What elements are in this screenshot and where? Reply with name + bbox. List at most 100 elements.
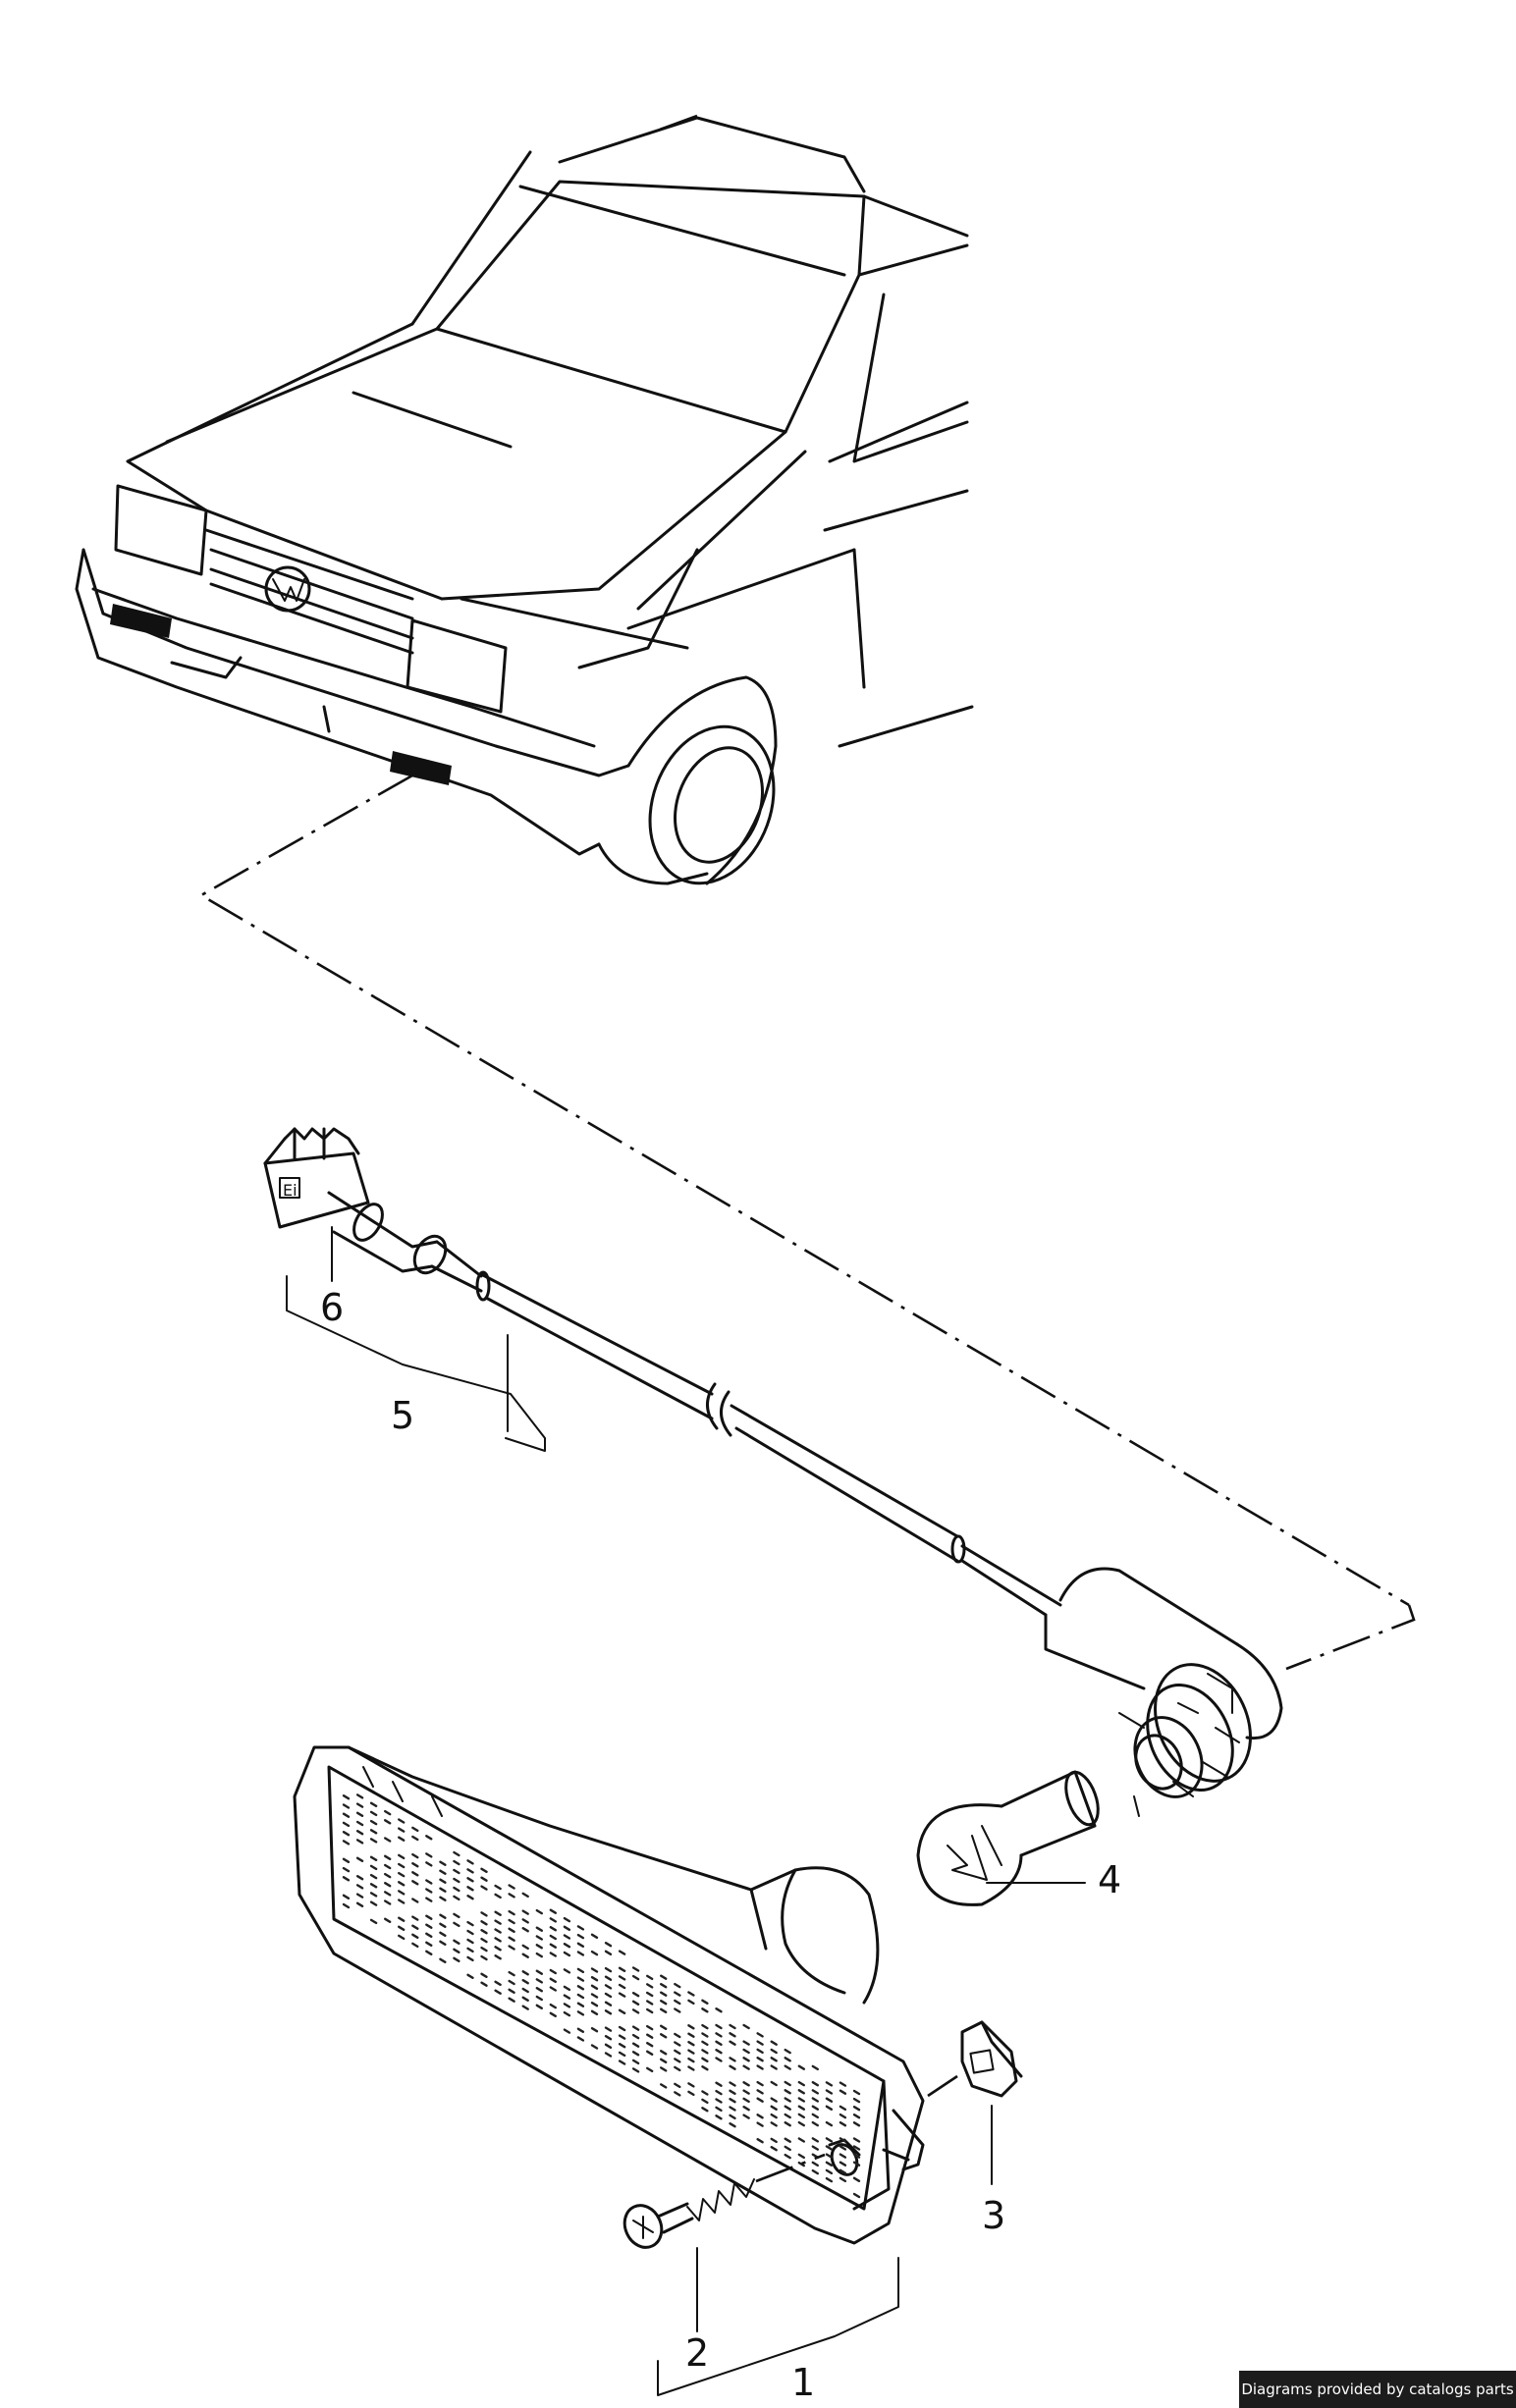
lens-dash [439, 1922, 447, 1929]
lens-dash [576, 2002, 585, 2007]
lens-dash [508, 1997, 515, 2003]
lens-dash [715, 2007, 723, 2013]
lens-dash [715, 2081, 723, 2087]
lens-dash [770, 2080, 778, 2087]
lens-dash [398, 1862, 406, 1869]
leader-lines [198, 774, 1416, 1671]
lens-dash [384, 1854, 392, 1861]
lens-dash [825, 2176, 834, 2183]
lens-dash [369, 1900, 378, 1906]
lens-dash [701, 2090, 709, 2096]
lens-dash [852, 2105, 861, 2112]
lens-dash [576, 1925, 585, 1931]
lens-dash [825, 2120, 834, 2127]
lens-dash [674, 2049, 681, 2056]
screw [623, 2153, 826, 2249]
lens-dash [797, 2120, 805, 2127]
lens-dash [618, 2060, 626, 2065]
lens-dash [784, 2097, 791, 2103]
lens-dash [342, 1857, 351, 1864]
lens-dash [590, 1993, 599, 1999]
lens-dash [674, 2032, 681, 2039]
lens-dash [784, 2120, 791, 2127]
lens-dash [425, 1941, 433, 1948]
lens-dash [756, 2097, 764, 2103]
lens-dash [508, 1909, 515, 1916]
lens-dash [563, 2028, 571, 2034]
lens-dash [729, 2040, 736, 2046]
lens-dash [618, 1975, 626, 1981]
lens-dash [521, 2005, 529, 2010]
lens-dash [480, 1937, 488, 1944]
lens-dash [369, 1883, 378, 1889]
lens-dash [355, 1802, 364, 1808]
lens-dash [521, 1926, 529, 1933]
lens-dash [369, 1838, 378, 1844]
lens-dash [660, 2033, 668, 2039]
indicator-lamp [293, 1745, 925, 2245]
lens-dash [494, 1884, 502, 1891]
lens-dash [687, 2057, 695, 2063]
lens-dash [701, 1999, 709, 2006]
callout-4: 4 [1098, 1858, 1121, 1901]
lens-dash [590, 2001, 599, 2007]
lens-dash [535, 1978, 543, 1984]
lens-dash [839, 2113, 847, 2119]
lens-dash [549, 1934, 557, 1941]
lens-dash [355, 1874, 364, 1881]
lens-dash [852, 2089, 861, 2096]
lens-dash [687, 2082, 695, 2088]
lens-dash [576, 2036, 585, 2042]
lens-dash [521, 1892, 529, 1899]
lens-dash [563, 1916, 571, 1923]
lens-dash [825, 2089, 834, 2095]
lens-dash [521, 1918, 529, 1924]
lens-dash [770, 2040, 778, 2046]
lens-dash [549, 1917, 557, 1923]
lens-dash [342, 1902, 351, 1909]
lens-dash [770, 2113, 778, 2119]
lens-dash [439, 1957, 447, 1964]
lens-dash [715, 2040, 723, 2047]
lens-dash [549, 1908, 557, 1914]
lens-dash [604, 2043, 613, 2050]
lens-dash [687, 2032, 695, 2038]
lens-dash [742, 2105, 750, 2112]
lens-dash [604, 1966, 613, 1973]
lens-dash [453, 1939, 460, 1946]
callout-1: 1 [791, 2361, 815, 2404]
lens-dash [604, 2052, 613, 2058]
lens-dash [590, 1950, 599, 1956]
lens-dash [756, 2114, 764, 2119]
lens-dash [742, 2048, 750, 2055]
lens-dash [784, 2145, 791, 2152]
lens-dash [729, 2064, 736, 2070]
lens-dash [618, 1950, 626, 1955]
lens-dash [494, 1980, 502, 1987]
lens-dash [618, 1992, 626, 1998]
lens-dash [549, 2011, 557, 2018]
lens-dash [355, 1901, 364, 1908]
lens-dash [384, 1809, 392, 1816]
lens-dash [425, 1861, 433, 1867]
lens-dash [508, 1936, 515, 1942]
lens-dash [508, 1884, 515, 1890]
lens-dash [604, 2034, 613, 2041]
lens-dash [701, 2023, 709, 2030]
lens-dash [342, 1876, 351, 1882]
lens-dash [852, 2153, 861, 2159]
lens-dash [411, 1924, 419, 1930]
lens-dash [342, 1840, 351, 1846]
lens-dash [604, 2001, 613, 2007]
lens-dash [466, 1938, 474, 1945]
lens-dash [508, 1970, 515, 1977]
lens-dash [425, 1835, 433, 1841]
lens-dash [535, 1926, 543, 1932]
lens-dash [453, 1850, 460, 1857]
lens-dash [576, 2010, 585, 2016]
lens-dash [494, 1910, 502, 1916]
lens-dash [674, 2058, 681, 2063]
lens-dash [660, 1982, 668, 1989]
lens-dash [756, 2064, 764, 2070]
lens-dash [398, 1916, 406, 1922]
